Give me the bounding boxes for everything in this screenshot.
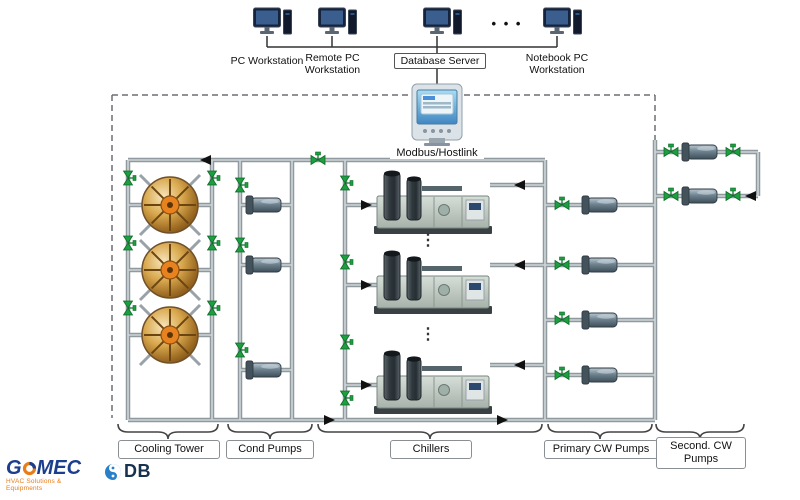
chiller-ellipsis: ⋮ [420, 232, 436, 249]
workstation-label-notebook: Notebook PC Workstation [507, 52, 607, 76]
workstation-label-line: Workstation [529, 64, 585, 77]
valve-icon [663, 143, 679, 158]
workstation-label-line: Remote PC [305, 52, 360, 64]
gomec-logo-g: G [6, 457, 22, 479]
pump-icon [581, 365, 618, 385]
workstation-ellipsis: • • • [491, 16, 523, 31]
chiller-icon [373, 250, 493, 315]
cooling-tower-icon [138, 303, 202, 367]
workstation-icon [318, 7, 357, 35]
valve-icon [339, 390, 354, 406]
valve-icon [122, 235, 137, 251]
hmi-touchscreen [411, 83, 463, 146]
section-label-secondary-cw-pumps: Second. CW Pumps [656, 437, 746, 470]
cooling-tower-icon [138, 173, 202, 237]
workstation-label-line: Workstation [304, 64, 361, 77]
pump-icon [681, 186, 718, 206]
pump-icon [581, 255, 618, 275]
flow-arrow-right-icon [361, 380, 372, 390]
flow-arrow-right-icon [497, 415, 508, 425]
modbus-hostlink-label: Modbus/Hostlink [390, 147, 484, 159]
valve-icon [234, 342, 249, 358]
workstation-icon [253, 7, 292, 35]
valve-icon [339, 334, 354, 350]
valve-icon [206, 300, 221, 316]
pump-icon [245, 255, 282, 275]
workstation-label-remote: Remote PC Workstation [285, 52, 380, 76]
gomec-logo-mec: MEC [36, 457, 82, 479]
gomec-logo: G MEC HVAC Solutions & Equipments [6, 458, 98, 492]
chiller-icon [373, 170, 493, 235]
valve-icon [339, 254, 354, 270]
valve-icon [554, 311, 570, 326]
section-label-cond-pumps: Cond Pumps [226, 440, 314, 460]
gomec-ring-icon [22, 461, 36, 475]
flow-arrow-right-icon [361, 280, 372, 290]
pump-icon [581, 195, 618, 215]
section-label-cooling-tower: Cooling Tower [118, 440, 220, 460]
pump-icon [681, 142, 718, 162]
gomec-tagline: HVAC Solutions & Equipments [6, 478, 62, 492]
workstation-label-database-server: Database Server [394, 53, 486, 70]
valve-icon [663, 187, 679, 202]
valve-icon [234, 237, 249, 253]
db-logo: DB [104, 461, 151, 482]
section-label-line: Second. CW [670, 440, 732, 452]
valve-icon [206, 170, 221, 186]
cooling-tower-icon [138, 238, 202, 302]
valve-icon [310, 151, 326, 166]
workstation-icon [543, 7, 582, 35]
valve-icon [122, 300, 137, 316]
flow-arrow-left-icon [745, 191, 756, 201]
db-logo-text: DB [124, 461, 151, 481]
section-label-chillers: Chillers [390, 440, 472, 460]
section-label-primary-cw-pumps: Primary CW Pumps [544, 440, 658, 460]
pump-icon [581, 310, 618, 330]
valve-icon [554, 256, 570, 271]
flow-arrow-left-icon [514, 260, 525, 270]
valve-icon [206, 235, 221, 251]
flow-arrow-right-icon [324, 415, 335, 425]
workstation-icon [423, 7, 462, 35]
section-label-line: Pumps [683, 453, 719, 466]
chiller-ellipsis: ⋮ [420, 326, 436, 343]
network-bus-line [266, 36, 558, 88]
chiller-icon [373, 350, 493, 415]
comm-dashed-line [111, 94, 656, 418]
valve-icon [554, 366, 570, 381]
valve-icon [725, 143, 741, 158]
workstation-label-pc: PC Workstation [230, 55, 304, 67]
valve-icon [725, 187, 741, 202]
pump-icon [245, 360, 282, 380]
section-brace [117, 423, 745, 440]
workstation-label-line: Notebook PC [525, 52, 589, 64]
flow-arrow-left-icon [514, 180, 525, 190]
flow-arrow-left-icon [200, 155, 211, 165]
valve-icon [234, 177, 249, 193]
valve-icon [339, 175, 354, 191]
flow-arrow-left-icon [514, 360, 525, 370]
pump-icon [245, 195, 282, 215]
flow-arrow-right-icon [361, 200, 372, 210]
db-swirl-icon [105, 463, 121, 480]
valve-icon [122, 170, 137, 186]
valve-icon [554, 196, 570, 211]
